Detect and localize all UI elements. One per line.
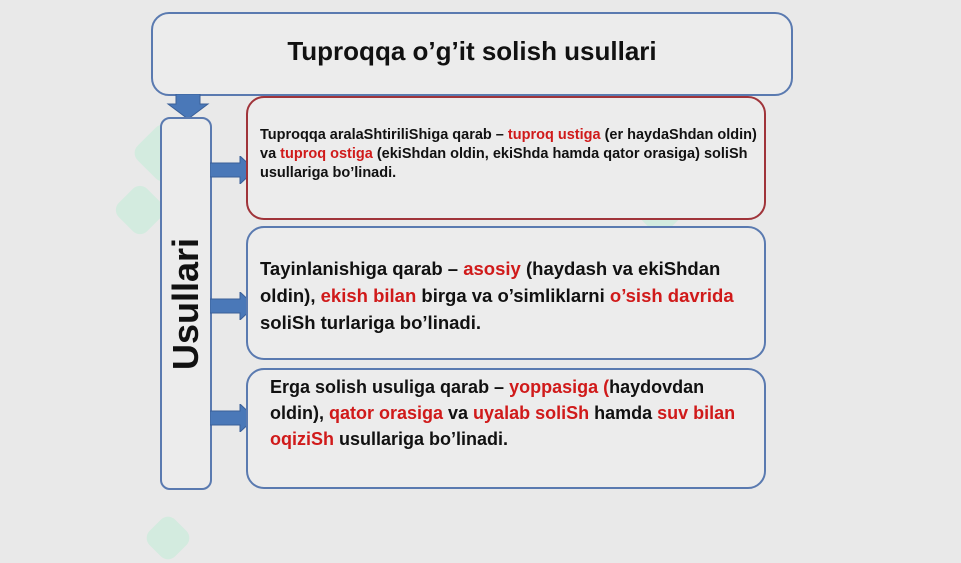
highlighted-term: suv bilan oqiziSh	[270, 403, 736, 450]
method-text-mixing: Tuproqqa aralaShtiriliShiga qarab – tupr…	[260, 126, 760, 183]
highlighted-term: uyalab soliSh	[473, 403, 590, 424]
highlighted-term: tuproq ustiga	[507, 127, 601, 143]
method-text-application: Erga solish usuliga qarab – yoppasiga (h…	[270, 374, 750, 452]
text-segment: hamda	[589, 403, 658, 424]
text-segment: haydovdan oldin),	[270, 377, 705, 424]
text-segment: Tayinlanishiga qarab –	[260, 258, 464, 279]
methods-label: Usullari	[165, 237, 206, 370]
text-segment: soliSh turlariga bo’linadi.	[260, 311, 481, 333]
text-segment: birga va o’simliklarni	[416, 284, 610, 306]
text-segment: Erga solish usuliga qarab –	[270, 377, 510, 397]
method-box-purpose: Tayinlanishiga qarab – asosiy (haydash v…	[246, 226, 766, 360]
text-segment: (haydash va ekiShdan oldin),	[260, 258, 721, 306]
methods-side-box: Usullari	[160, 117, 212, 490]
method-box-application: Erga solish usuliga qarab – yoppasiga (h…	[246, 368, 766, 489]
text-segment: Tuproqqa aralaShtiriliShiga qarab –	[260, 127, 508, 143]
highlighted-term: o’sish davrida	[609, 284, 734, 306]
highlighted-term: asosiy	[463, 258, 521, 279]
highlighted-term: qator orasiga	[328, 403, 444, 424]
highlighted-term: ekish bilan	[320, 284, 417, 306]
method-box-mixing: Tuproqqa aralaShtiriliShiga qarab – tupr…	[246, 96, 766, 220]
highlighted-term: tuproq ostiga	[280, 146, 373, 163]
text-segment: va	[443, 403, 474, 424]
diagram-title: Tuproqqa o’g’it solish usullari	[287, 36, 657, 66]
title-box: Tuproqqa o’g’it solish usullari	[151, 12, 793, 96]
text-segment: (er haydaShdan oldin) va	[260, 127, 757, 163]
highlighted-term: yoppasiga	[509, 377, 599, 397]
down-arrow-icon	[166, 94, 210, 120]
method-text-purpose: Tayinlanishiga qarab – asosiy (haydash v…	[260, 256, 760, 336]
text-segment: usullariga bo’linadi.	[334, 429, 509, 450]
highlighted-term: (	[603, 377, 610, 397]
text-segment: (ekiShdan oldin, ekiShda hamda qator ora…	[260, 146, 748, 182]
